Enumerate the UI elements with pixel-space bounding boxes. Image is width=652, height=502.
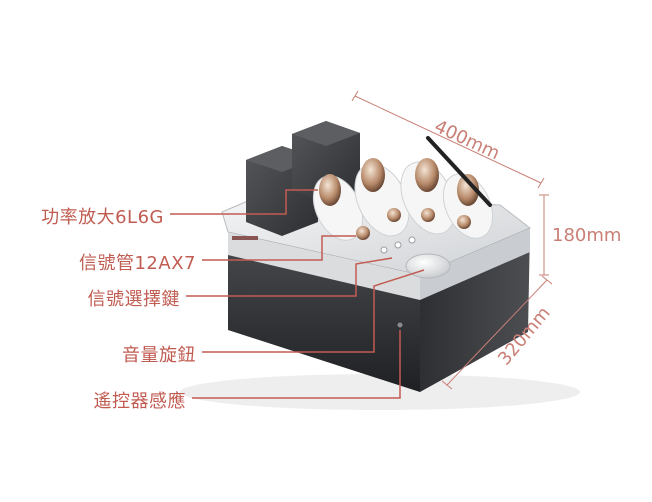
shadow <box>180 374 580 410</box>
callout-line-signal-tube <box>202 235 356 261</box>
callout-line-remote-sensor <box>192 330 401 399</box>
power-tube-2 <box>361 158 385 192</box>
dim-line-width <box>354 95 542 184</box>
selector-button-2 <box>394 241 402 249</box>
callout-lines <box>170 189 425 399</box>
selector-button-3 <box>408 236 416 244</box>
selector-button-1 <box>380 246 388 254</box>
callout-label-power-tube: 功率放大6L6G <box>41 207 164 228</box>
callout-label-remote-sensor: 遙控器感應 <box>93 391 186 412</box>
callout-label-input-selector: 信號選擇鍵 <box>87 289 180 310</box>
signal-tube-3 <box>421 208 435 222</box>
dimension-label-height: 180mm <box>552 225 622 246</box>
signal-tube-2 <box>387 208 401 222</box>
dimension-lines <box>351 90 553 390</box>
callout-line-input-selector <box>186 257 393 297</box>
remote-sensor <box>397 322 403 328</box>
power-tube-4 <box>457 174 479 206</box>
callout-label-signal-tube: 信號管12AX7 <box>78 253 196 274</box>
brand-plate <box>232 236 258 240</box>
signal-tube-1 <box>356 226 370 240</box>
signal-tube-4 <box>457 215 471 229</box>
power-tube-1 <box>319 174 341 206</box>
callout-line-power-tube <box>170 189 318 215</box>
callout-line-volume-knob <box>202 269 425 353</box>
dim-line-depth <box>446 279 548 386</box>
chassis-side-lip <box>420 228 530 300</box>
callout-label-volume-knob: 音量旋鈕 <box>122 345 196 366</box>
chassis-front-lip <box>228 232 420 300</box>
antenna <box>426 136 492 207</box>
power-tube-3 <box>415 158 439 192</box>
